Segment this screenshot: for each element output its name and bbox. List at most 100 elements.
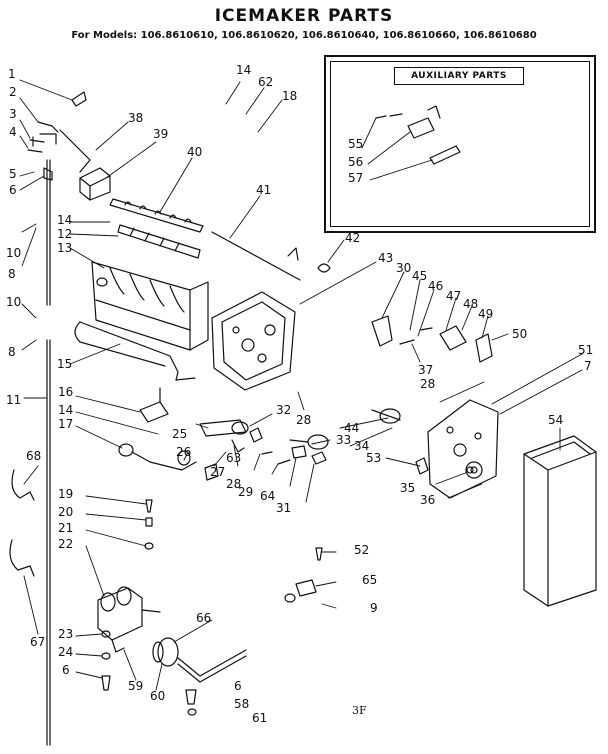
callout-66: 66	[196, 611, 212, 625]
ice-mold-part	[91, 261, 209, 351]
callout-43: 43	[378, 251, 394, 265]
callout-56: 56	[348, 155, 364, 169]
callout-22: 22	[58, 537, 74, 551]
thermostat-part	[118, 443, 219, 481]
switch-set-part	[371, 315, 493, 363]
left-shaft-part	[46, 159, 51, 746]
wire-harness-part	[9, 469, 35, 577]
callout-28: 28	[296, 413, 312, 427]
callout-11: 11	[6, 393, 22, 407]
callout-60: 60	[150, 689, 166, 703]
callout-67: 67	[30, 635, 46, 649]
callout-64: 64	[260, 489, 276, 503]
auxiliary-fittings-part	[375, 105, 461, 165]
switch-module-part	[79, 167, 111, 201]
callout-6: 6	[9, 183, 17, 197]
callout-32: 32	[276, 403, 292, 417]
callout-51: 51	[578, 343, 594, 357]
callout-26: 26	[176, 445, 192, 459]
callout-45: 45	[412, 269, 428, 283]
callout-31: 31	[276, 501, 292, 515]
callout-57: 57	[348, 171, 364, 185]
callout-25: 25	[172, 427, 188, 441]
callout-59: 59	[128, 679, 144, 693]
callout-7: 7	[584, 359, 592, 373]
callout-49: 49	[478, 307, 494, 321]
callout-14: 14	[58, 403, 74, 417]
callout-8: 8	[8, 345, 16, 359]
auxiliary-parts-panel: AUXILIARY PARTS	[324, 55, 596, 233]
small-fastener-parts	[261, 445, 327, 465]
callout-38: 38	[128, 111, 144, 125]
callout-39: 39	[153, 127, 169, 141]
callout-40: 40	[187, 145, 203, 159]
callout-10: 10	[6, 246, 22, 260]
callout-68: 68	[26, 449, 42, 463]
control-plate-part	[427, 399, 499, 499]
callout-18: 18	[282, 89, 298, 103]
callout-27: 27	[210, 465, 226, 479]
motor-part	[199, 419, 263, 453]
footer-mark: 3F	[352, 704, 367, 717]
callout-12: 12	[57, 227, 73, 241]
callout-50: 50	[512, 327, 528, 341]
callout-14: 14	[236, 63, 252, 77]
callout-37: 37	[418, 363, 434, 377]
loose-parts	[284, 547, 323, 603]
callout-33: 33	[336, 433, 352, 447]
callout-54: 54	[548, 413, 564, 427]
callout-9: 9	[370, 601, 378, 615]
callout-55: 55	[348, 137, 364, 151]
callout-58: 58	[234, 697, 250, 711]
water-valve-part	[97, 499, 161, 691]
callout-5: 5	[9, 167, 17, 181]
callout-41: 41	[256, 183, 272, 197]
callout-6: 6	[62, 663, 70, 677]
housing-part	[211, 291, 296, 391]
callout-28: 28	[226, 477, 242, 491]
callout-21: 21	[58, 521, 74, 535]
callout-53: 53	[366, 451, 382, 465]
callout-13: 13	[57, 241, 73, 255]
drive-gear-part	[415, 457, 483, 479]
callout-28: 28	[420, 377, 436, 391]
auxiliary-parts-label: AUXILIARY PARTS	[394, 67, 524, 85]
callout-20: 20	[58, 505, 74, 519]
callout-16: 16	[58, 385, 74, 399]
callout-34: 34	[354, 439, 370, 453]
callout-62: 62	[258, 75, 274, 89]
callout-52: 52	[354, 543, 370, 557]
callout-8: 8	[8, 267, 16, 281]
auxiliary-parts-inner-frame	[330, 61, 590, 227]
callout-24: 24	[58, 645, 74, 659]
callout-2: 2	[9, 85, 17, 99]
spring-clip-part	[317, 263, 331, 273]
callout-19: 19	[58, 487, 74, 501]
callout-17: 17	[58, 417, 74, 431]
callout-15: 15	[57, 357, 73, 371]
callout-65: 65	[362, 573, 378, 587]
callout-10: 10	[6, 295, 22, 309]
heater-rod-part	[74, 321, 196, 381]
callout-3: 3	[9, 107, 17, 121]
callout-23: 23	[58, 627, 74, 641]
callout-47: 47	[446, 289, 462, 303]
ejector-blade-part	[109, 198, 204, 233]
callout-63: 63	[226, 451, 242, 465]
callout-46: 46	[428, 279, 444, 293]
callout-61: 61	[252, 711, 268, 725]
switch-bracket-part	[139, 387, 169, 423]
leader-lines	[19, 79, 583, 691]
callout-4: 4	[9, 125, 17, 139]
callout-6: 6	[234, 679, 242, 693]
callout-30: 30	[396, 261, 412, 275]
callout-44: 44	[344, 421, 360, 435]
shutoff-arm-part	[211, 231, 301, 281]
stripper-part	[117, 224, 201, 259]
callout-35: 35	[400, 481, 416, 495]
diagram-title: ICEMAKER PARTS	[214, 6, 394, 26]
front-cover-part	[523, 435, 597, 607]
callout-36: 36	[420, 493, 436, 507]
callout-29: 29	[238, 485, 254, 499]
